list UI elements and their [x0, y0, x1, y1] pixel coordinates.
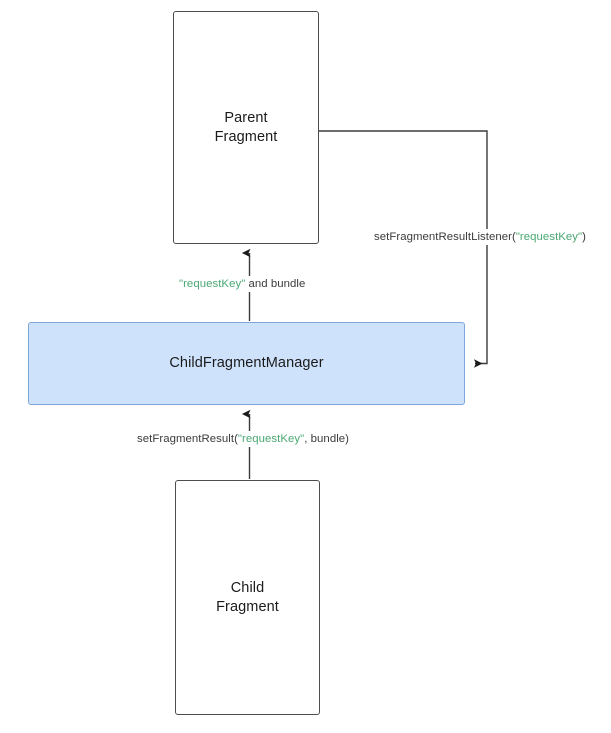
node-parent-fragment[interactable]: Parent Fragment: [173, 11, 319, 244]
node-child-fragment-manager-label: ChildFragmentManager: [169, 355, 324, 371]
edge-label-manager-to-parent: "requestKey" and bundle: [176, 276, 309, 292]
label-text-segment: setFragmentResult(: [137, 433, 238, 445]
node-parent-fragment-label: Parent Fragment: [214, 109, 278, 145]
node-child-fragment-label: Child Fragment: [216, 579, 279, 615]
edge-label-parent-to-manager: setFragmentResultListener("requestKey"): [371, 229, 589, 245]
node-child-fragment-manager[interactable]: ChildFragmentManager: [28, 322, 465, 405]
request-key-token: "requestKey": [237, 433, 305, 445]
label-text-segment: ): [582, 231, 586, 243]
request-key-token: "requestKey": [179, 278, 246, 290]
label-text-segment: setFragmentResultListener(: [374, 231, 516, 243]
edge-label-child-to-manager: setFragmentResult("requestKey", bundle): [134, 431, 353, 447]
request-key-token: "requestKey": [515, 231, 583, 243]
node-child-fragment[interactable]: Child Fragment: [175, 480, 320, 715]
edge-parent-to-manager: [319, 130, 488, 368]
label-text-segment: and bundle: [245, 278, 306, 290]
label-text-segment: , bundle): [304, 433, 350, 445]
